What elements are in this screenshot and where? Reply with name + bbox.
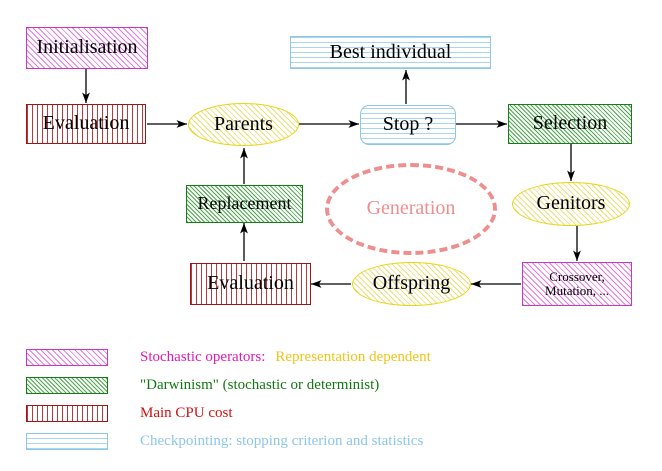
node-parents[interactable]: Parents (188, 103, 299, 146)
legend-row-darwinism: "Darwinism" (stochastic or determinist) (26, 374, 379, 396)
legend-row-stochastic-operators: Stochastic operators: Representation depe… (26, 346, 431, 368)
node-generation-loop: Generation (325, 163, 497, 255)
node-genitors[interactable]: Genitors (512, 182, 630, 226)
legend-text-secondary-0: Representation dependent (275, 348, 431, 365)
node-initialisation[interactable]: Initialisation (26, 27, 148, 69)
legend-label-main-cpu-cost: Main CPU cost (140, 404, 233, 421)
legend-swatch-magenta-diagonal (26, 348, 108, 366)
node-best-individual[interactable]: Best individual (290, 36, 491, 69)
legend-swatch-red-vertical (26, 404, 108, 422)
node-evaluation-top[interactable]: Evaluation (26, 104, 146, 144)
legend-text-primary-0: Stochastic operators: (140, 348, 266, 365)
legend-label-stochastic-operators: Stochastic operators: Representation depe… (140, 349, 431, 366)
legend: Stochastic operators: Representation depe… (0, 338, 662, 471)
legend-swatch-blue-horizontal (26, 432, 108, 450)
legend-swatch-green-diagonal (26, 376, 108, 394)
node-selection[interactable]: Selection (508, 104, 632, 144)
legend-label-checkpointing: Checkpointing: stopping criterion and st… (140, 432, 424, 449)
node-evaluation-bottom[interactable]: Evaluation (190, 263, 311, 305)
node-crossover-mutation[interactable]: Crossover, Mutation, ... (522, 262, 632, 306)
legend-label-darwinism: "Darwinism" (stochastic or determinist) (140, 376, 380, 393)
node-offspring[interactable]: Offspring (352, 262, 471, 306)
node-replacement[interactable]: Replacement (186, 185, 303, 223)
legend-row-checkpointing: Checkpointing: stopping criterion and st… (26, 430, 423, 452)
legend-row-main-cpu-cost: Main CPU cost (26, 402, 233, 424)
node-stop[interactable]: Stop ? (360, 105, 456, 145)
